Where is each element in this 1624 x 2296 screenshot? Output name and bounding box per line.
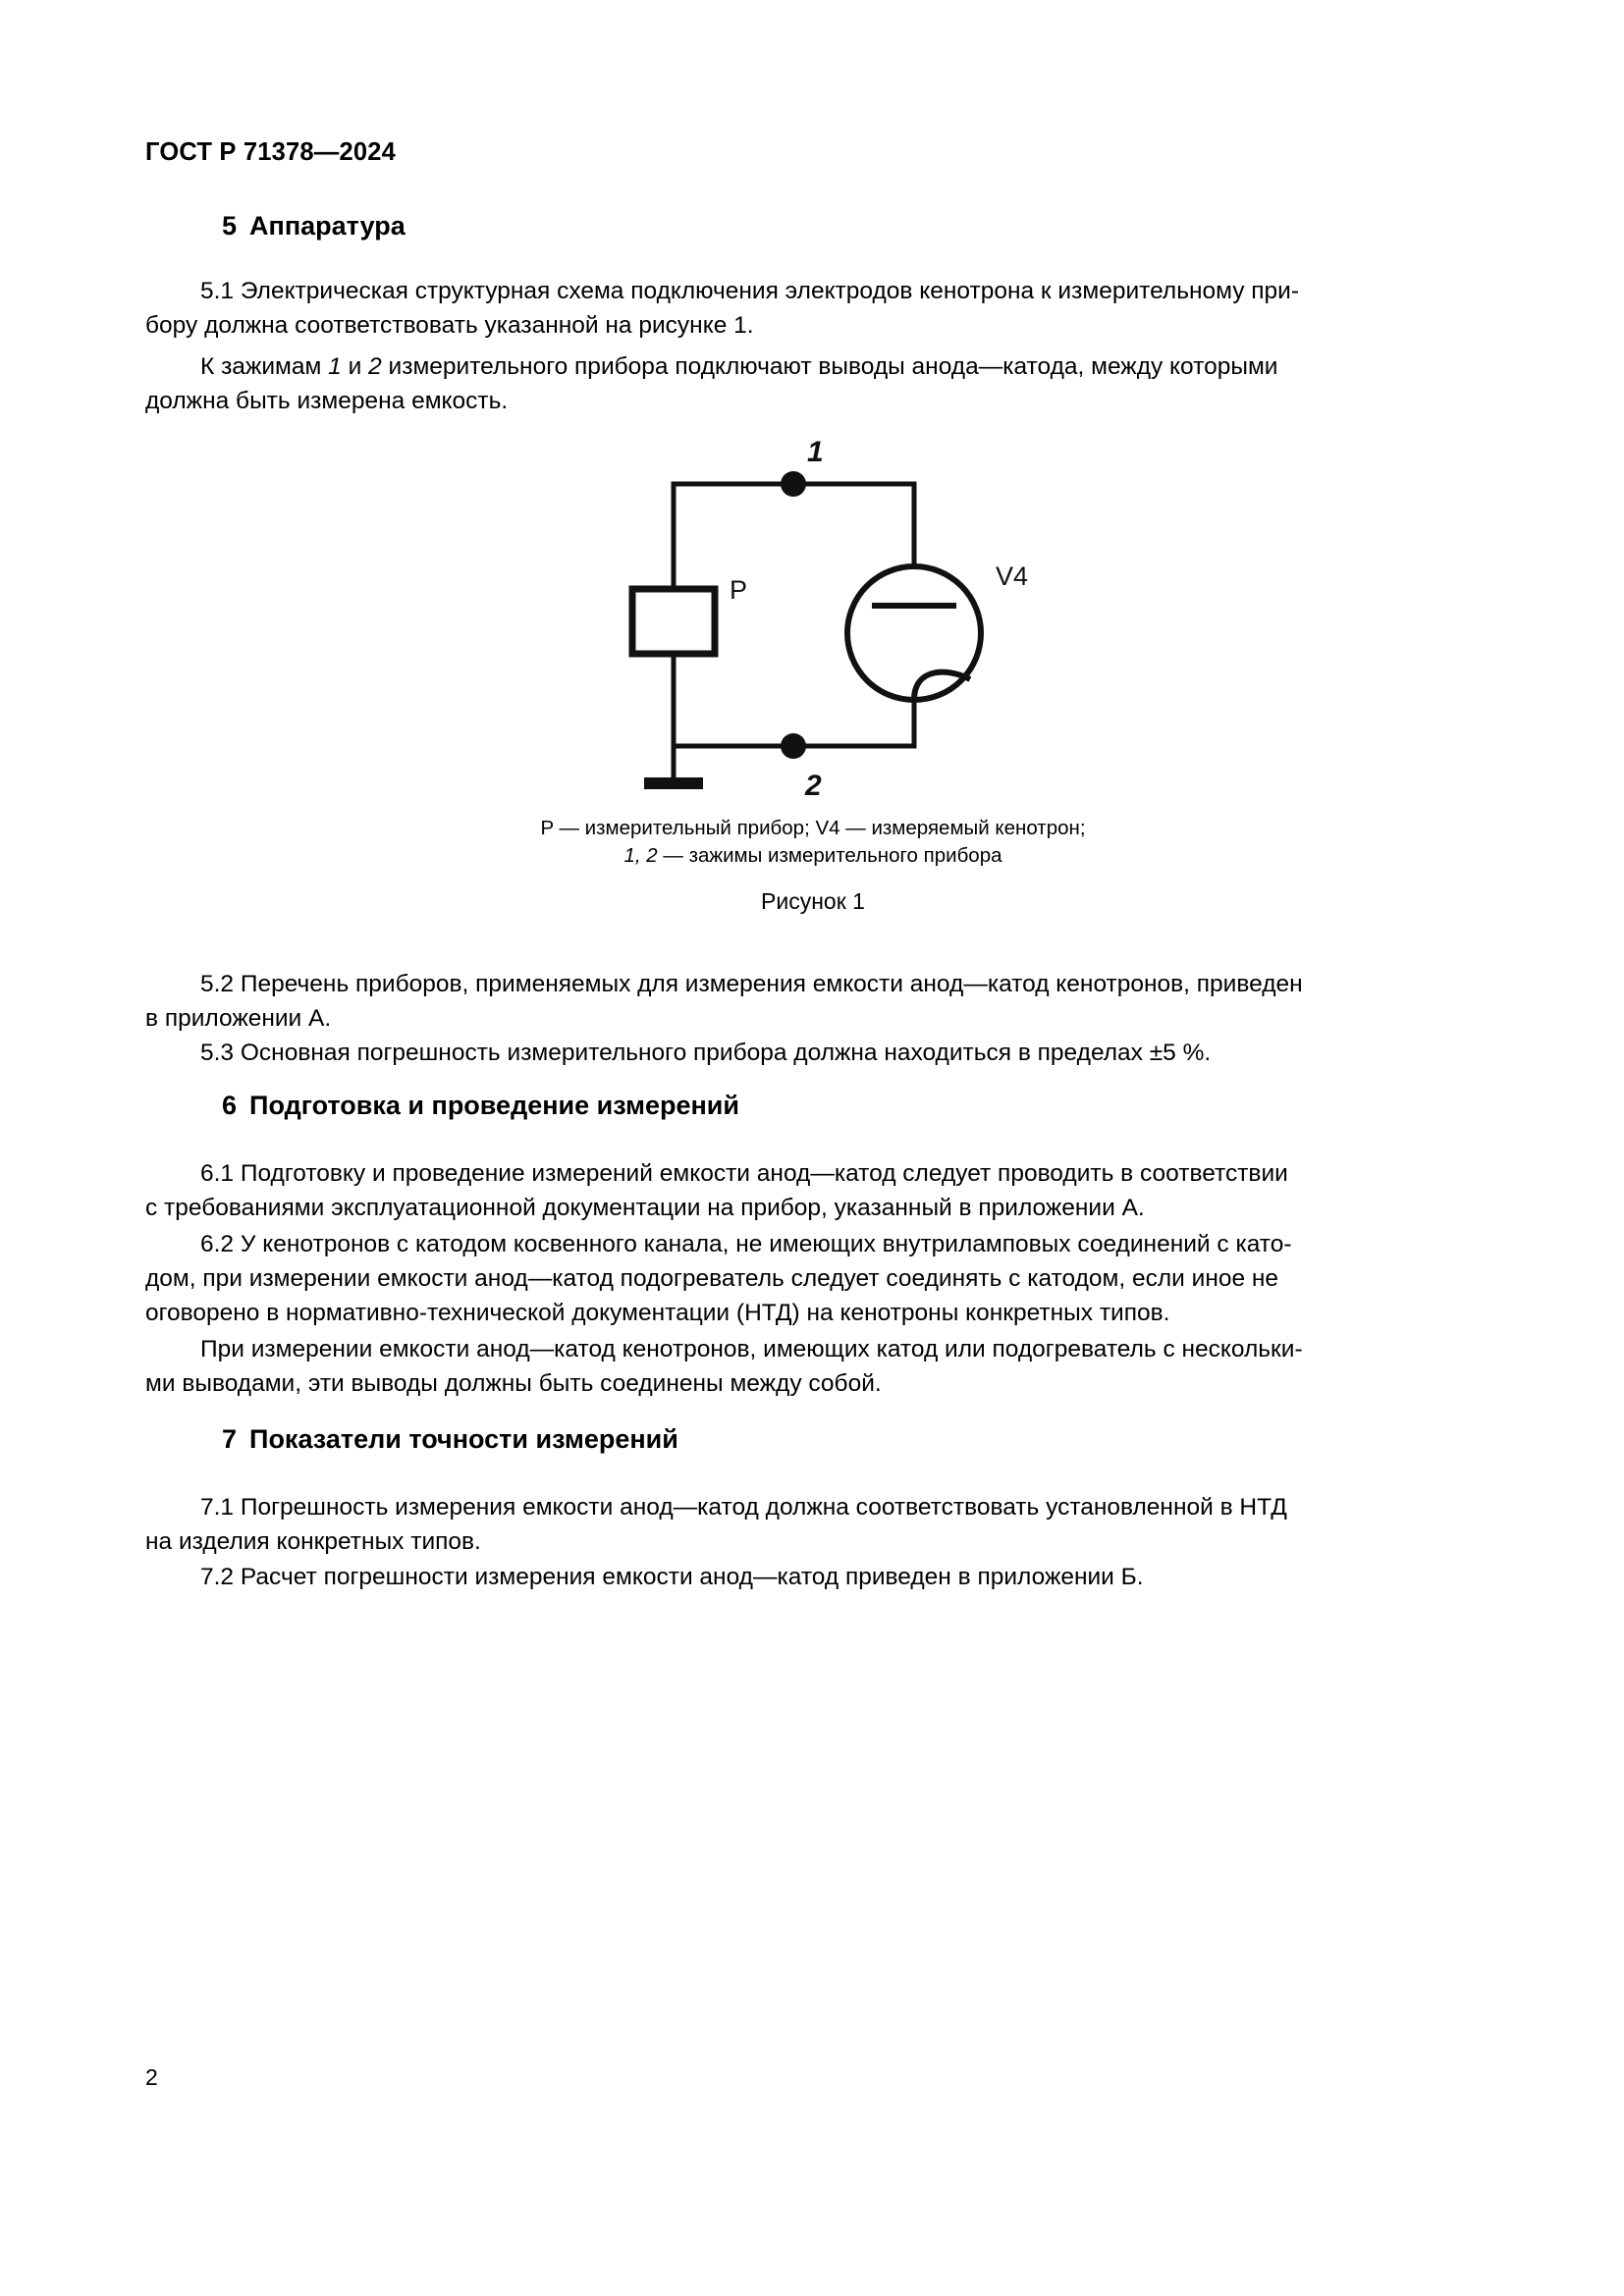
tube-envelope [844,563,984,703]
section-title-7: Показатели точности измерений [249,1424,678,1454]
paragraph-6-3-text-b: ми выводами, эти выводы должны быть соед… [145,1370,882,1397]
junction-dot-terminal-2 [781,733,806,759]
terminals-text-b: должна быть измерена емкость. [145,388,509,414]
tube-cathode-arc [911,668,972,701]
section-title-6: Подготовка и проведение измерений [249,1091,739,1120]
terminal-ref-2: 2 [368,353,382,380]
paragraph-6-1-text-b: с требованиями эксплуатационной документ… [145,1195,1145,1221]
figure-legend-line-2-rest: — зажимы измерительного прибора [657,844,1002,867]
paragraph-6-3-text-a: При измерении емкости анод—катод кенотро… [200,1336,1303,1362]
paragraph-5-1-text-a: 5.1 Электрическая структурная схема подк… [200,278,1300,304]
paragraph-5-2-text-b: в приложении А. [145,1005,332,1032]
paragraph-5-2-text-a: 5.2 Перечень приборов, применяемых для и… [200,971,1303,997]
section-number-5: 5 [222,211,238,240]
paragraph-7-1-line-2: на изделия конкретных типов. [145,1524,1481,1559]
section-heading-5: 5 Аппаратура [222,211,406,241]
paragraph-7-2-text: 7.2 Расчет погрешности измерения емкости… [200,1564,1144,1590]
paragraph-6-2-text-a: 6.2 У кенотронов с катодом косвенного ка… [200,1231,1292,1257]
paragraph-7-1-text-a: 7.1 Погрешность измерения емкости анод—к… [200,1494,1287,1521]
figure-label-terminal-2: 2 [804,770,822,800]
paragraph-5-1-text-b: бору должна соответствовать указанной на… [145,312,754,339]
figure-label-terminal-1: 1 [807,436,824,468]
paragraph-6-2-line-1: 6.2 У кенотронов с катодом косвенного ка… [145,1227,1481,1261]
terminal-ref-1: 1 [328,353,342,380]
paragraph-5-terminals-line-2: должна быть измерена емкость. [145,384,1481,418]
figure-label-tube: V4 [996,561,1028,591]
paragraph-7-1-line-1: 7.1 Погрешность измерения емкости анод—к… [145,1490,1481,1524]
paragraph-6-1-line-2: с требованиями эксплуатационной документ… [145,1191,1481,1225]
paragraph-5-2-line-1: 5.2 Перечень приборов, применяемых для и… [145,967,1481,1001]
instrument-block-p [628,585,719,658]
terminals-text-post: измерительного прибора подключают выводы… [381,353,1278,380]
figure-legend-terminal-refs: 1, 2 [623,844,658,867]
figure-1: 1 2 P V4 P — измерительный прибор; V4 — … [145,432,1481,914]
paragraph-6-1-text-a: 6.1 Подготовку и проведение измерений ем… [200,1160,1288,1187]
junction-dot-terminal-1 [781,471,806,497]
section-heading-6: 6 Подготовка и проведение измерений [222,1091,739,1121]
running-header: ГОСТ Р 71378—2024 [145,138,397,166]
paragraph-6-1-line-1: 6.1 Подготовку и проведение измерений ем… [145,1156,1481,1191]
circuit-diagram-svg: 1 2 P V4 [628,436,1028,800]
terminals-text-mid: и [341,353,369,380]
figure-label-instrument: P [730,575,747,605]
page-content: ГОСТ Р 71378—2024 5 Аппаратура 5.1 Электр… [145,0,1481,2296]
paragraph-5-terminals-line-1: К зажимам 1 и 2 измерительного прибора п… [145,349,1481,384]
paragraph-5-1-line-1: 5.1 Электрическая структурная схема подк… [145,274,1481,308]
paragraph-5-3-text: 5.3 Основная погрешность измерительного … [200,1040,1212,1066]
paragraph-5-1-line-2: бору должна соответствовать указанной на… [145,308,1481,343]
paragraph-5-3: 5.3 Основная погрешность измерительного … [145,1036,1481,1070]
terminals-text-pre: К зажимам [200,353,329,380]
figure-1-diagram: 1 2 P V4 [145,432,1481,800]
paragraph-6-3-line-2: ми выводами, эти выводы должны быть соед… [145,1366,1481,1401]
figure-1-caption: Рисунок 1 [761,888,865,914]
paragraph-5-2-line-2: в приложении А. [145,1001,1481,1036]
figure-legend-line-2: 1, 2 — зажимы измерительного прибора [145,842,1481,870]
paragraph-6-3-line-1: При измерении емкости анод—катод кенотро… [145,1332,1481,1366]
figure-legend-line-1: P — измерительный прибор; V4 — измеряемы… [540,817,1086,839]
section-title-5: Аппаратура [249,211,406,240]
paragraph-6-2-line-3: оговорено в нормативно-технической докум… [145,1296,1481,1330]
section-heading-7: 7 Показатели точности измерений [222,1424,678,1455]
ground-symbol [644,777,703,789]
figure-1-legend: P — измерительный прибор; V4 — измеряемы… [145,815,1481,870]
paragraph-7-1-text-b: на изделия конкретных типов. [145,1528,481,1555]
page-number: 2 [145,2064,158,2090]
paragraph-7-2: 7.2 Расчет погрешности измерения емкости… [145,1560,1481,1594]
section-number-7: 7 [222,1424,238,1454]
paragraph-6-2-line-2: дом, при измерении емкости анод—катод по… [145,1261,1481,1296]
section-number-6: 6 [222,1091,238,1120]
paragraph-6-2-text-c: оговорено в нормативно-технической докум… [145,1300,1170,1326]
paragraph-6-2-text-b: дом, при измерении емкости анод—катод по… [145,1265,1279,1292]
